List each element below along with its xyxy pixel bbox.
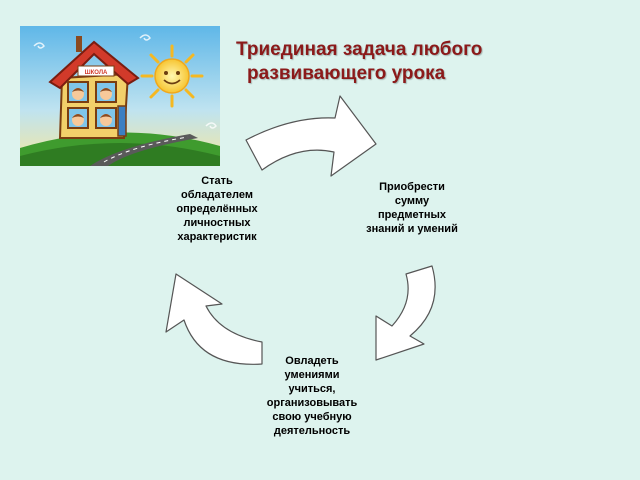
node-master-line-6: деятельность — [273, 425, 351, 437]
node-master-line-4: организовывать — [266, 397, 358, 409]
node-acquire-line-1: Приобрести — [379, 181, 445, 193]
title-line-2: развивающего урока — [247, 63, 446, 84]
node-become-owner: Стать обладателем определённых личностны… — [158, 174, 276, 244]
school-sign-text: ШКОЛА — [85, 70, 108, 76]
house-icon: ШКОЛА — [48, 36, 140, 139]
arrow-left — [165, 273, 263, 365]
node-master-line-5: свою учебную — [272, 411, 352, 423]
school-house-illustration: ШКОЛА — [20, 26, 220, 166]
cloud-swirl-icon — [33, 34, 217, 129]
node-master-learning: Овладеть умениями учиться, организовыват… — [252, 354, 372, 438]
node-become-line-5: характеристик — [177, 231, 257, 243]
node-master-line-1: Овладеть — [285, 355, 339, 367]
node-acquire-knowledge: Приобрести сумму предметных знаний и уме… — [352, 180, 472, 236]
node-acquire-line-3: предметных — [377, 209, 447, 221]
slide-title: Триединая задача любого развивающего уро… — [236, 38, 536, 86]
arrow-right — [375, 265, 436, 361]
title-line-1: Триединая задача любого — [236, 39, 483, 60]
arrow-top — [245, 95, 377, 177]
node-become-line-2: обладателем — [181, 189, 253, 201]
node-master-line-3: учиться, — [288, 383, 336, 395]
node-acquire-line-2: сумму — [394, 195, 430, 207]
node-become-line-4: личностных — [183, 217, 251, 229]
node-acquire-line-4: знаний и умений — [366, 223, 458, 235]
node-become-line-3: определённых — [176, 203, 258, 215]
road — [90, 134, 198, 166]
sun-icon — [140, 44, 204, 108]
node-become-line-1: Стать — [201, 175, 233, 187]
node-master-line-2: умениями — [284, 369, 340, 381]
